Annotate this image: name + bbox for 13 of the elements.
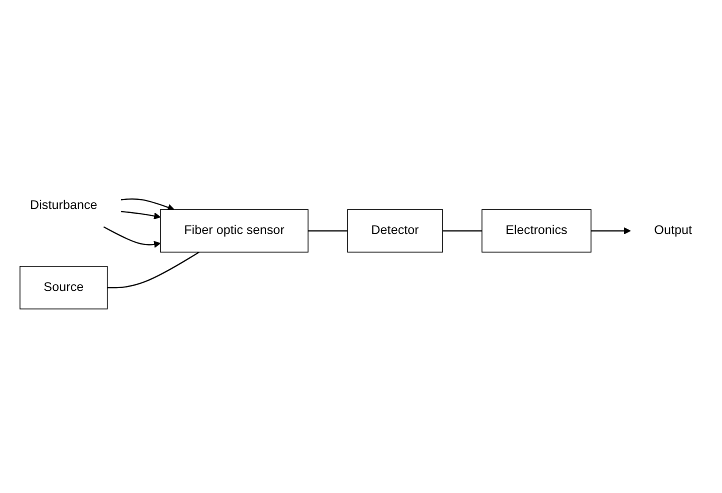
arrow [591,227,631,234]
arrow [120,198,174,211]
node-box: Detector [347,209,443,252]
arrow [120,210,161,220]
connector [308,230,348,232]
node-box: Fiber optic sensor [160,209,308,252]
node-text: Disturbance [30,198,98,212]
node-box: Source [20,266,108,310]
connector [442,230,482,232]
connector [107,252,200,288]
arrow [103,226,161,248]
node-text: Output [654,224,692,238]
node-box: Electronics [482,209,592,252]
